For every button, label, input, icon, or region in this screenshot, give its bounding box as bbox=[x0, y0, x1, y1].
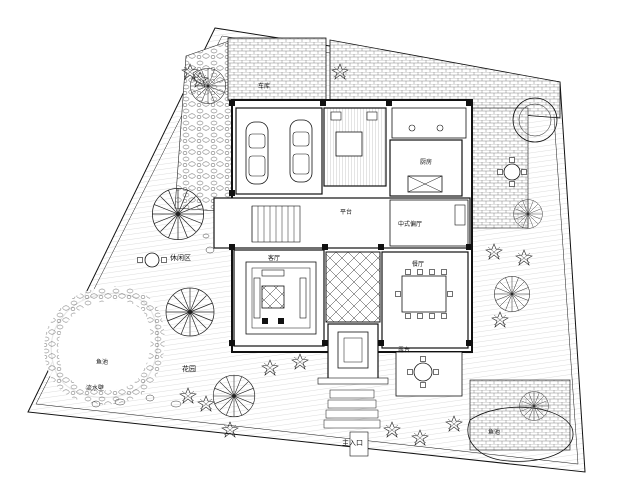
label-pond-right: 鱼池 bbox=[488, 429, 501, 436]
label-lounge: 休闲区 bbox=[170, 254, 191, 262]
label-rockery-waterfall: 流水壁 bbox=[86, 385, 105, 392]
car-icon-2 bbox=[289, 119, 313, 183]
label-living-room: 客厅 bbox=[268, 255, 281, 262]
label-fish-pond: 鱼池 bbox=[96, 359, 109, 366]
label-dining-room: 餐厅 bbox=[412, 261, 425, 268]
label-bbq-terrace: 露台 bbox=[398, 347, 411, 354]
label-garden: 花园 bbox=[182, 365, 196, 373]
car-icon-1 bbox=[245, 121, 269, 185]
label-parking: 车库 bbox=[258, 83, 271, 90]
label-platform: 平台 bbox=[340, 209, 353, 216]
label-chinese-side-hall: 中式偏厅 bbox=[398, 221, 423, 228]
label-kitchen: 厨房 bbox=[420, 159, 433, 166]
label-main-entrance: 主入口 bbox=[342, 439, 363, 447]
